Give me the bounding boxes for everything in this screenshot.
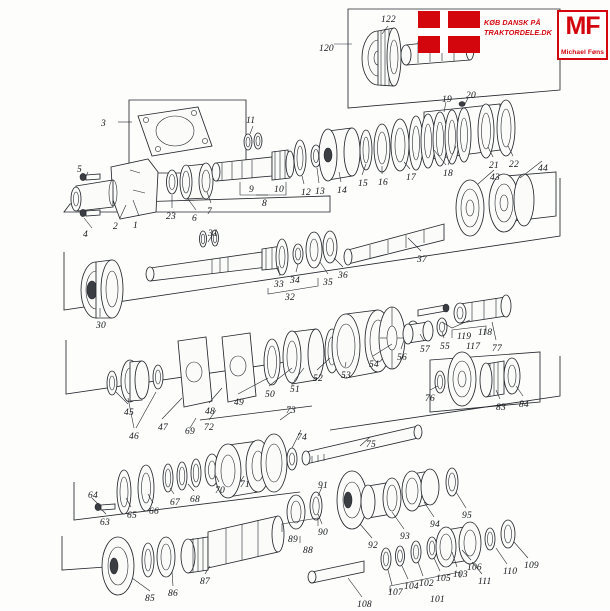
part-number-66: 66 xyxy=(149,507,159,517)
part-number-83: 83 xyxy=(496,403,506,413)
part-number-2: 2 xyxy=(113,222,118,232)
part-number-91: 91 xyxy=(318,481,328,491)
part-number-17: 17 xyxy=(406,173,416,183)
part-number-107: 107 xyxy=(388,588,403,598)
part-number-101: 101 xyxy=(430,595,445,605)
part-number-8: 8 xyxy=(262,199,267,209)
part-number-4: 4 xyxy=(83,230,88,240)
part-number-34: 34 xyxy=(290,276,300,286)
part-number-65: 65 xyxy=(127,511,137,521)
part-number-48: 48 xyxy=(205,407,215,417)
part-number-102: 102 xyxy=(419,579,434,589)
part-number-46: 46 xyxy=(129,432,139,442)
part-number-88: 88 xyxy=(303,546,313,556)
part-number-77: 77 xyxy=(492,344,502,354)
part-number-74: 74 xyxy=(297,433,307,443)
part-number-70: 70 xyxy=(215,486,225,496)
part-number-22: 22 xyxy=(509,160,519,170)
part-number-73: 73 xyxy=(286,406,296,416)
part-number-117: 117 xyxy=(466,342,481,352)
part-number-94: 94 xyxy=(430,520,440,530)
part-number-53: 53 xyxy=(341,371,351,381)
part-number-12: 12 xyxy=(301,188,311,198)
part-number-84: 84 xyxy=(519,400,529,410)
part-number-31: 31 xyxy=(208,229,218,239)
part-number-108: 108 xyxy=(357,600,372,610)
mf-logo-name: Michael Føns xyxy=(561,49,604,56)
part-number-9: 9 xyxy=(249,185,254,195)
part-number-109: 109 xyxy=(524,561,539,571)
part-number-18: 18 xyxy=(443,169,453,179)
part-number-87: 87 xyxy=(200,577,210,587)
part-number-33: 33 xyxy=(274,280,284,290)
part-number-95: 95 xyxy=(462,511,472,521)
part-number-57: 57 xyxy=(420,345,430,355)
part-number-1: 1 xyxy=(133,221,138,231)
part-number-6: 6 xyxy=(192,214,197,224)
part-number-119: 119 xyxy=(457,332,472,342)
part-number-68: 68 xyxy=(190,495,200,505)
part-number-35: 35 xyxy=(323,278,333,288)
part-number-93: 93 xyxy=(400,532,410,542)
part-number-36: 36 xyxy=(338,271,348,281)
part-number-47: 47 xyxy=(158,423,168,433)
part-number-45: 45 xyxy=(124,408,134,418)
part-number-104: 104 xyxy=(404,582,419,592)
part-number-85: 85 xyxy=(145,594,155,604)
part-number-15: 15 xyxy=(358,179,368,189)
part-number-3: 3 xyxy=(101,119,106,129)
part-number-72: 72 xyxy=(204,423,214,433)
part-number-23: 23 xyxy=(166,212,176,222)
part-number-21: 21 xyxy=(489,161,499,171)
slogan: KØB DANSK PÅ TRAKTORDELE.DK xyxy=(484,18,552,39)
part-number-49: 49 xyxy=(234,398,244,408)
part-number-54: 54 xyxy=(369,360,379,370)
part-number-75: 75 xyxy=(366,440,376,450)
part-number-14: 14 xyxy=(337,186,347,196)
part-number-111: 111 xyxy=(478,577,492,587)
part-number-37: 37 xyxy=(417,255,427,265)
part-number-44: 44 xyxy=(538,164,548,174)
part-number-16: 16 xyxy=(378,178,388,188)
part-number-110: 110 xyxy=(503,567,518,577)
part-number-52: 52 xyxy=(313,374,323,384)
part-number-19: 19 xyxy=(442,95,452,105)
part-number-90: 90 xyxy=(318,528,328,538)
part-number-105: 105 xyxy=(436,574,451,584)
part-number-11: 11 xyxy=(246,116,256,126)
part-number-120: 120 xyxy=(319,44,334,54)
part-number-103: 103 xyxy=(453,570,468,580)
part-number-86: 86 xyxy=(168,589,178,599)
part-number-106: 106 xyxy=(467,563,482,573)
part-number-92: 92 xyxy=(368,541,378,551)
slogan-line-2: TRAKTORDELE.DK xyxy=(484,28,552,38)
slogan-line-1: KØB DANSK PÅ xyxy=(484,18,541,27)
part-number-56: 56 xyxy=(397,353,407,363)
part-number-71: 71 xyxy=(240,480,250,490)
part-number-55: 55 xyxy=(440,342,450,352)
part-number-20: 20 xyxy=(466,91,476,101)
part-number-89: 89 xyxy=(288,535,298,545)
part-number-64: 64 xyxy=(88,491,98,501)
part-number-32: 32 xyxy=(285,293,295,303)
mf-logo-box: MF Michael Føns xyxy=(557,10,608,60)
part-number-10: 10 xyxy=(274,185,284,195)
part-number-67: 67 xyxy=(170,498,180,508)
part-number-63: 63 xyxy=(100,518,110,528)
part-number-13: 13 xyxy=(315,187,325,197)
part-number-51: 51 xyxy=(290,385,300,395)
part-number-5: 5 xyxy=(77,165,82,175)
part-number-30: 30 xyxy=(96,321,106,331)
brand-logo: KØB DANSK PÅ TRAKTORDELE.DK MF Michael F… xyxy=(418,9,608,60)
part-number-118: 118 xyxy=(478,328,493,338)
part-number-122: 122 xyxy=(381,15,396,25)
part-number-69: 69 xyxy=(185,427,195,437)
mf-logo-mark: MF xyxy=(565,12,600,40)
part-number-7: 7 xyxy=(207,207,212,217)
part-number-43: 43 xyxy=(490,173,500,183)
danish-flag-icon xyxy=(418,11,480,53)
part-number-50: 50 xyxy=(265,390,275,400)
part-number-76: 76 xyxy=(425,394,435,404)
